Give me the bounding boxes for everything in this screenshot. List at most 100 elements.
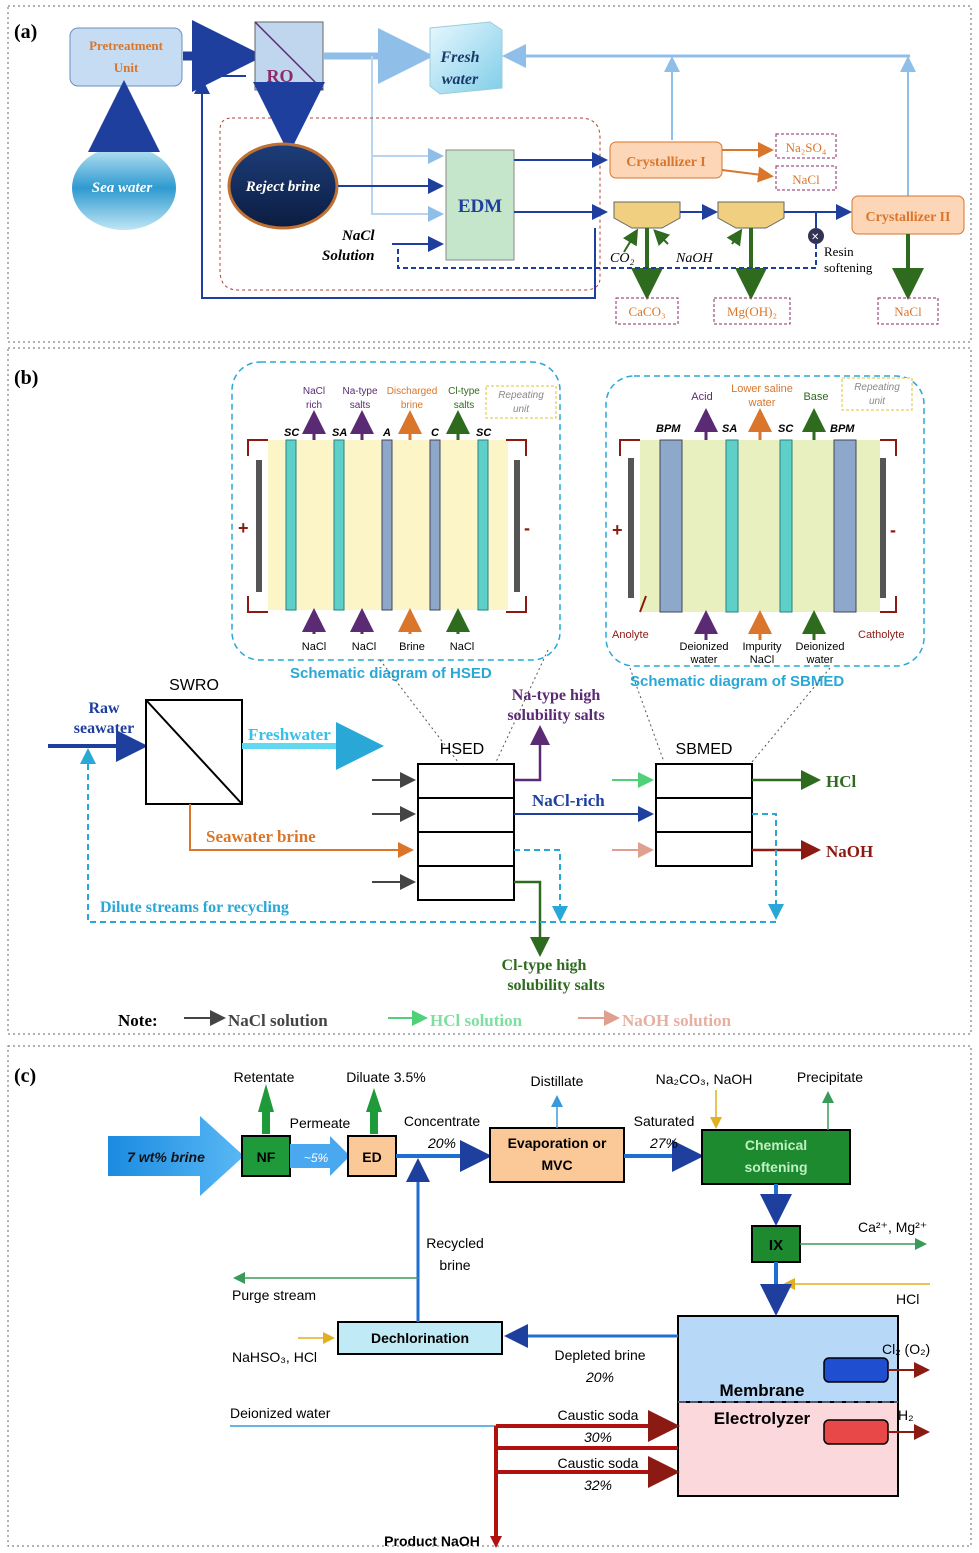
sbmed-block-cell-3 (655, 831, 753, 867)
sbmed-repeat-l2: unit (869, 396, 886, 407)
settler-1 (613, 201, 681, 229)
softening-l2: softening (745, 1159, 808, 1175)
hsed-cathode (514, 460, 520, 592)
panel-a: (a) Pretreatment Unit Sea water RO Fresh… (7, 5, 972, 343)
cl-type-l1: Cl-type high (502, 957, 587, 974)
distillate-label: Distillate (531, 1073, 584, 1089)
precipitate-label: Precipitate (797, 1069, 863, 1085)
sbmed-repeat-l1: Repeating (854, 382, 900, 393)
product-arrow-head (490, 1536, 502, 1548)
purge-label: Purge stream (232, 1287, 316, 1303)
arrow-c1-nacl (721, 166, 774, 183)
nacl-out1-box (775, 165, 837, 191)
hsed-membrane-c (429, 439, 441, 611)
sbmed-bracket-tl (619, 439, 640, 456)
note-hcl-label: HCl solution (430, 1011, 523, 1030)
recycled-l2: brine (439, 1257, 470, 1273)
hsed-repeat-l2: unit (513, 404, 530, 415)
hsed-membrane-sa (333, 439, 345, 611)
hsed-m-label-4: SC (476, 427, 492, 439)
sbmed-bracket-bl (639, 595, 647, 613)
hsed-block-cell-3 (417, 831, 515, 867)
nacl-out2-label: NaCl (894, 304, 922, 319)
sbmed-bottom-1-l2: NaCl (750, 654, 774, 666)
hsed-bottom-2: Brine (399, 641, 425, 653)
dashed-recycle-loop (80, 748, 776, 923)
sbmed-top-0: Acid (691, 391, 712, 403)
softening-l1: Chemical (745, 1137, 807, 1153)
ro-label: RO (267, 66, 294, 86)
evap-box (489, 1127, 625, 1183)
hsed-membrane-sc1 (285, 439, 297, 611)
nacl-solution-label-1: NaCl (341, 228, 375, 244)
product-label: Product NaOH (384, 1533, 480, 1549)
panel-c-label: (c) (14, 1065, 36, 1087)
reagents-label: Na₂CO₃, NaOH (656, 1071, 753, 1087)
hcl-c-label: HCl (896, 1291, 919, 1307)
connector-sbmed-l (629, 667, 665, 763)
hsed-top-3-l2: salts (454, 400, 475, 411)
dechlorination-box (337, 1321, 503, 1355)
seawater-brine-label: Seawater brine (206, 827, 316, 846)
ix-label: IX (769, 1237, 783, 1254)
sea-water-image (72, 146, 176, 230)
panel-a-label: (a) (14, 21, 37, 43)
sbmed-m-label-3: BPM (830, 423, 855, 435)
brine-in-label: 7 wt% brine (127, 1149, 205, 1165)
sbmed-m-label-2: SC (778, 423, 794, 435)
panel-c-border (7, 1045, 972, 1547)
resin-valve-icon (808, 228, 824, 244)
retentate-label: Retentate (234, 1069, 295, 1085)
nf-label: NF (257, 1149, 276, 1165)
arrow-naoh-in-1 (653, 229, 671, 247)
deionized-label: Deionized water (230, 1405, 331, 1421)
concentrate-label: Concentrate (404, 1113, 480, 1129)
na-type-l1: Na-type high (512, 687, 601, 704)
hsed-repeat-l1: Repeating (498, 390, 544, 401)
note-label: Note: (118, 1011, 158, 1030)
resin-label-2: softening (824, 260, 873, 275)
dechlorination-label: Dechlorination (371, 1330, 469, 1346)
hsed-top-1-l2: salts (350, 400, 371, 411)
brine-in-arrow (108, 1116, 244, 1196)
sbmed-membrane-sc (779, 439, 793, 613)
hsed-top-0-l1: NaCl (303, 386, 325, 397)
hsed-m-label-1: SA (332, 427, 347, 439)
nacl-out1-label: NaCl (792, 172, 820, 187)
resin-label-1: Resin (824, 244, 854, 259)
line-resin-recycle (397, 244, 817, 269)
naoh-label-b: NaOH (826, 842, 873, 861)
sbmed-bracket-tr (880, 439, 897, 456)
twenty-pct-label: 20% (427, 1135, 456, 1151)
na-type-l2: solubility salts (507, 707, 604, 724)
raw-seawater-l1: Raw (88, 700, 120, 717)
hsed-bottom-0: NaCl (302, 641, 326, 653)
edm-box (445, 149, 515, 261)
sbmed-membrane-bpm2 (833, 439, 857, 613)
pretreatment-unit (69, 27, 183, 87)
edm-label: EDM (458, 196, 502, 217)
recycled-l1: Recycled (426, 1235, 484, 1251)
membrane-label: Membrane (719, 1381, 804, 1400)
co2-label: CO₂ (610, 251, 634, 266)
ed-label: ED (362, 1149, 381, 1165)
hcl-label: HCl (826, 772, 857, 791)
dashed-hsed-down (514, 849, 568, 922)
depleted-label: Depleted brine (554, 1347, 645, 1363)
depleted-pct-label: 20% (585, 1369, 614, 1385)
mgoh2-label: Mg(OH)₂ (727, 304, 777, 319)
ro-diagonal (254, 21, 324, 91)
hsed-block-cell-2 (417, 797, 515, 833)
hsed-bracket-bl (247, 596, 268, 613)
dilute-label: Dilute streams for recycling (100, 899, 289, 916)
hsed-minus: - (524, 518, 530, 538)
caustic2-label: Caustic soda (558, 1455, 639, 1471)
hsed-bracket-br (506, 596, 527, 613)
hsed-inset-border (231, 361, 561, 661)
nacl-solution-label-2: Solution (322, 248, 375, 264)
reject-brine-image (227, 142, 339, 230)
hsed-top-0-l2: rich (306, 400, 322, 411)
crystallizer-1-label: Crystallizer I (626, 155, 705, 170)
arrow-na-type (514, 725, 550, 782)
hsed-anode (256, 460, 262, 592)
